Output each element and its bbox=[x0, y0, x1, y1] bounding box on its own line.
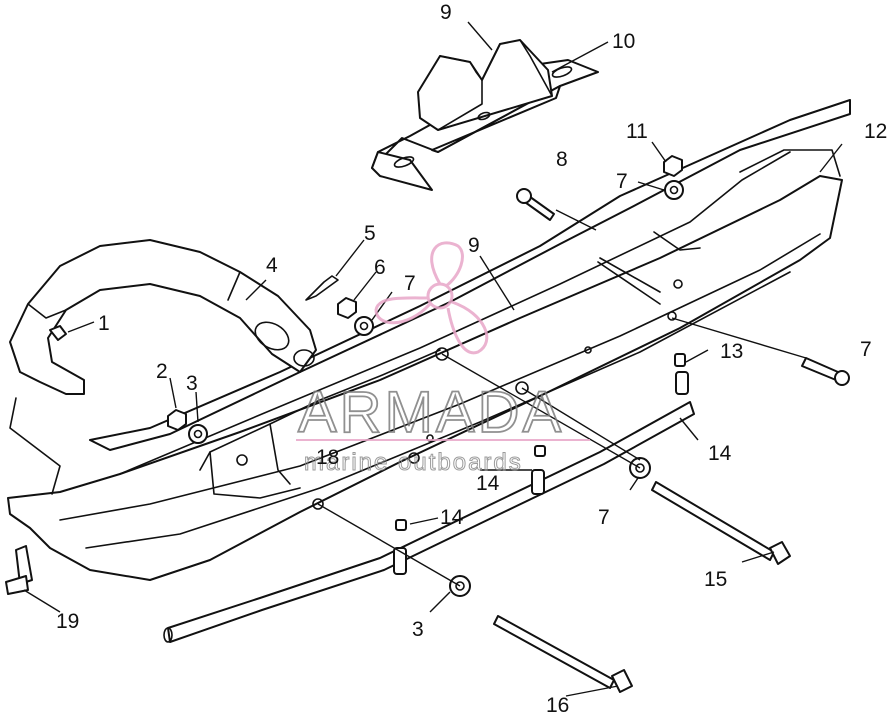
ski-body-drawing bbox=[7, 99, 851, 581]
callout-9: 7 bbox=[860, 338, 872, 361]
callout-7: 7 bbox=[598, 506, 610, 529]
callout-18: 18 bbox=[316, 446, 339, 469]
watermark-brand: ARMADA bbox=[298, 380, 564, 445]
watermark: ARMADA marine outboards bbox=[296, 241, 590, 477]
callout-16: 15 bbox=[704, 568, 727, 591]
callout-14: 14 bbox=[440, 506, 464, 529]
callout-5: 5 bbox=[364, 222, 376, 245]
studs-drawing bbox=[393, 353, 689, 575]
callout-13: 12 bbox=[864, 120, 887, 143]
callout-10: 9 bbox=[440, 1, 452, 24]
callout-1: 1 bbox=[98, 312, 110, 335]
callout-17: 16 bbox=[546, 694, 569, 715]
callout-labels: 9 10 11 7 8 12 9 5 6 7 4 1 2 3 7 13 14 7… bbox=[56, 1, 887, 717]
ski-handle-drawing bbox=[9, 239, 317, 495]
propeller-icon bbox=[374, 241, 489, 355]
watermark-tagline: marine outboards bbox=[304, 449, 523, 476]
wear-bar-drawing bbox=[163, 401, 695, 643]
callout-4: 4 bbox=[266, 254, 278, 277]
callout-3: 3 bbox=[186, 372, 198, 395]
callout-3: 3 bbox=[412, 618, 424, 641]
hardware-drawing bbox=[49, 155, 684, 597]
callout-11: 10 bbox=[612, 30, 635, 53]
callout-14: 13 bbox=[720, 340, 743, 363]
saddle-bracket-drawing bbox=[371, 39, 599, 191]
callout-2: 2 bbox=[156, 360, 168, 383]
callout-7: 7 bbox=[404, 272, 416, 295]
callout-19: 19 bbox=[56, 610, 79, 633]
callout-9: 8 bbox=[556, 148, 568, 171]
callout-6: 6 bbox=[374, 256, 386, 279]
callout-15: 14 bbox=[708, 442, 732, 465]
bolts-drawing bbox=[5, 188, 850, 693]
callout-14: 14 bbox=[476, 472, 500, 495]
callout-7: 7 bbox=[616, 170, 628, 193]
callout-12: 11 bbox=[626, 120, 648, 143]
callout-8: 9 bbox=[468, 234, 480, 257]
leader-lines bbox=[23, 21, 843, 697]
